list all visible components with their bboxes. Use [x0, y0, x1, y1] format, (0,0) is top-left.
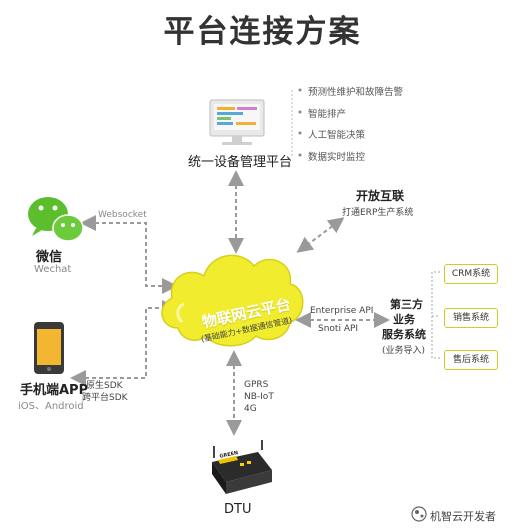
third-label-line3: 服务系统	[382, 328, 426, 341]
wechat-icon	[28, 197, 84, 242]
crm-system-pill: CRM系统	[444, 264, 498, 284]
feature-item: 人工智能决策	[308, 130, 366, 141]
computer-icon	[209, 99, 265, 145]
wechat-protocol: Websocket	[98, 210, 147, 220]
snoti-api-label: Snoti API	[318, 324, 359, 334]
phone-icon	[34, 322, 64, 374]
cloud-shape	[161, 254, 304, 347]
feature-item: 预测性维护和故障告警	[308, 87, 404, 98]
mobile-sdk-native: 原生SDK	[86, 381, 123, 391]
dtu-net-gprs: GPRS	[244, 380, 269, 390]
open-sub: 打通ERP生产系统	[342, 208, 414, 218]
wechat-sub: Wechat	[34, 264, 72, 275]
dtu-label: DTU	[224, 502, 252, 517]
third-label-line4: (业务导入)	[382, 346, 426, 356]
mobile-label: 手机端APP	[20, 383, 89, 398]
diagram-title: 平台连接方案	[163, 14, 362, 50]
watermark-text: 机智云开发者	[430, 510, 496, 523]
third-bracket	[431, 271, 440, 359]
watermark-logo-icon	[411, 506, 427, 522]
enterprise-api-label: Enterprise API	[310, 306, 374, 316]
open-label: 开放互联	[356, 189, 405, 203]
feature-item: 智能排产	[308, 109, 347, 120]
third-label-line1: 第三方	[390, 298, 423, 311]
management-label: 统一设备管理平台	[188, 155, 293, 170]
sales-system-pill: 销售系统	[444, 308, 498, 328]
dtu-net-4g: 4G	[244, 404, 257, 414]
dtu-device-icon	[212, 440, 272, 494]
mobile-sub: iOS、Android	[18, 401, 84, 412]
link-wechat-cloud	[80, 215, 178, 294]
feature-item: 数据实时监控	[308, 152, 366, 163]
dtu-net-nbiot: NB-IoT	[244, 392, 274, 402]
third-label-line2: 业务	[393, 313, 415, 326]
link-mobile-cloud	[70, 300, 178, 386]
aftersales-system-pill: 售后系统	[444, 350, 498, 370]
link-open-cloud	[296, 217, 345, 253]
mobile-sdk-cross: 跨平台SDK	[82, 393, 128, 403]
wechat-label: 微信	[36, 250, 63, 265]
